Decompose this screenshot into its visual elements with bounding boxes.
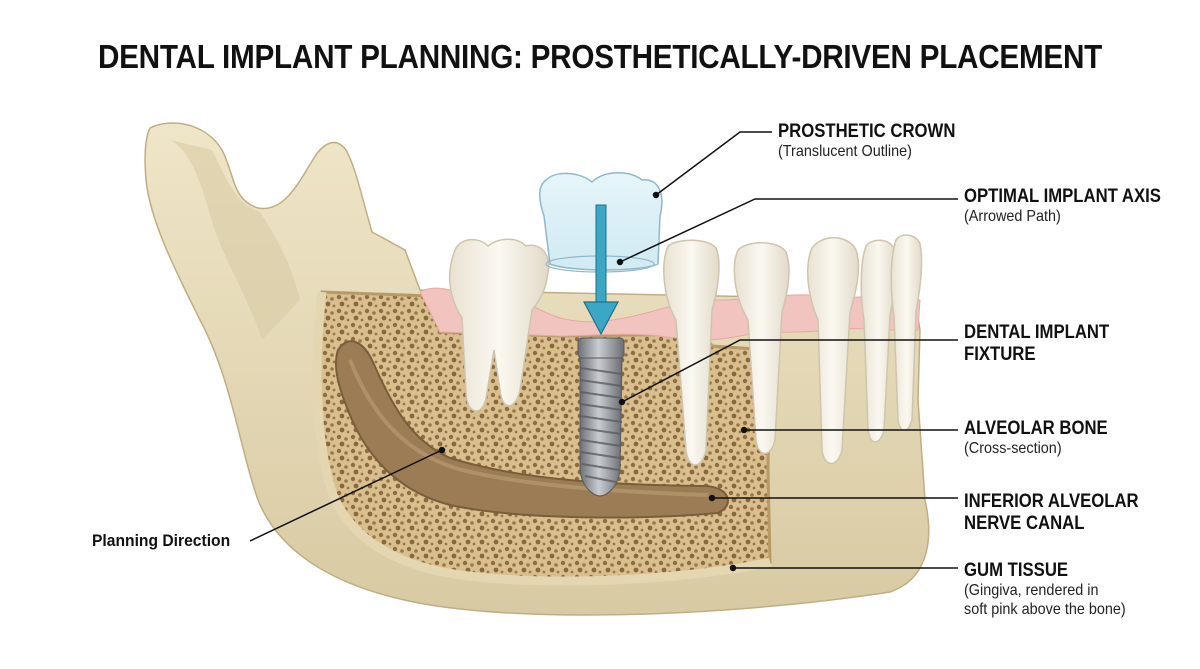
label-implant-fixture-line1: DENTAL IMPLANT (964, 322, 1110, 343)
dental-implant-fixture (577, 337, 625, 497)
leader-axis (619, 198, 958, 263)
label-implant-fixture: DENTAL IMPLANT FIXTURE (964, 322, 1129, 366)
nerve-canal (334, 340, 729, 519)
label-implant-axis-sub: (Arrowed Path) (964, 208, 1061, 226)
label-gum-tissue-sub2: soft pink above the bone) (964, 600, 1126, 618)
label-nerve-canal-line2: NERVE CANAL (964, 513, 1085, 535)
label-alveolar-bone-sub: (Cross-section) (964, 440, 1062, 458)
premolar-tooth-2 (733, 242, 790, 455)
leader-crown (655, 131, 772, 196)
molar-tooth (448, 238, 550, 412)
leader-implant (621, 339, 958, 403)
implant-axis-arrow (583, 204, 619, 336)
label-gum-tissue-title: GUM TISSUE (964, 560, 1069, 581)
label-alveolar-bone-title: ALVEOLAR BONE (964, 418, 1108, 439)
ramus-shading (170, 140, 300, 340)
label-gum-tissue: GUM TISSUE (Gingiva, rendered in soft pi… (964, 560, 1144, 619)
leader-planning (249, 449, 443, 542)
label-nerve-canal: INFERIOR ALVEOLAR NERVE CANAL (964, 491, 1162, 535)
leader-lines (249, 131, 958, 572)
label-nerve-canal-line1: INFERIOR ALVEOLAR (964, 491, 1139, 512)
canine-tooth (807, 237, 860, 465)
label-planning-direction-text: Planning Direction (92, 531, 231, 550)
label-implant-axis-title: OPTIMAL IMPLANT AXIS (964, 186, 1161, 207)
label-prosthetic-crown: PROSTHETIC CROWN (Translucent Outline) (778, 121, 980, 162)
nerve-canal-highlight (348, 359, 709, 497)
premolar-tooth-1 (663, 239, 720, 466)
label-alveolar-bone: ALVEOLAR BONE (Cross-section) (964, 418, 1127, 459)
label-gum-tissue-sub1: (Gingiva, rendered in (964, 582, 1099, 600)
label-implant-fixture-line2: FIXTURE (964, 344, 1036, 366)
incisor-tooth-2 (890, 234, 923, 432)
cortical-rim (312, 291, 772, 586)
page-title: DENTAL IMPLANT PLANNING: PROSTHETICALLY-… (97, 38, 1103, 75)
label-implant-axis: OPTIMAL IMPLANT AXIS (Arrowed Path) (964, 186, 1188, 227)
label-planning-direction: Planning Direction (92, 531, 242, 551)
label-prosthetic-crown-sub: (Translucent Outline) (778, 143, 912, 161)
label-prosthetic-crown-title: PROSTHETIC CROWN (778, 121, 956, 142)
